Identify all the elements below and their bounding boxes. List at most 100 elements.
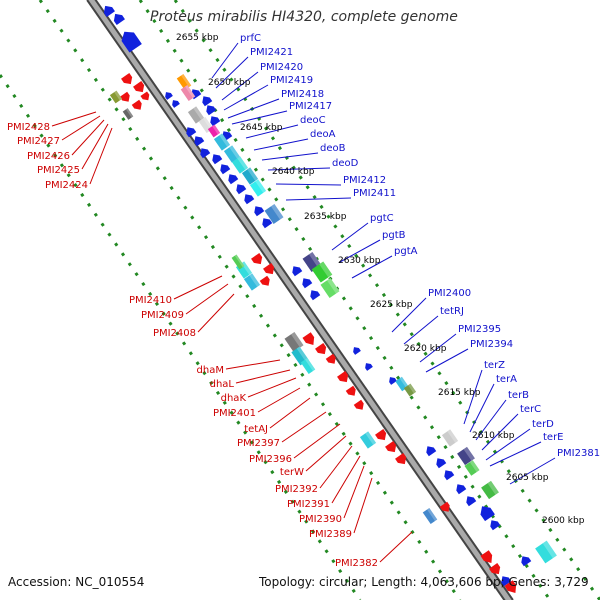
forward-gene-leader [185, 283, 229, 315]
reverse-gene-leader [339, 239, 381, 263]
reverse-gene-label: tetRJ [440, 306, 464, 317]
forward-gene-arrow [375, 429, 387, 441]
forward-gene-arrow [439, 501, 450, 512]
gene-block [457, 446, 475, 466]
forward-gene-label: PMI2410 [129, 295, 172, 306]
forward-gene-leader [281, 411, 327, 443]
gene-block [223, 145, 241, 163]
reverse-gene-arrow [244, 194, 255, 205]
reverse-gene-leader [485, 428, 531, 461]
reverse-gene-label: deoD [332, 158, 359, 169]
reverse-gene-arrow [365, 363, 373, 371]
reverse-gene-label: deoB [320, 143, 346, 154]
forward-gene-leader [51, 111, 97, 127]
forward-gene-label: PMI2391 [287, 499, 330, 510]
reverse-gene-leader [425, 348, 469, 373]
forward-gene-label: PMI2397 [237, 438, 280, 449]
forward-gene-label: PMI2427 [17, 136, 60, 147]
forward-gene-arrow [345, 385, 356, 396]
reverse-gene-arrow [254, 206, 265, 217]
gene-block [403, 383, 417, 397]
genome-title: Proteus mirabilis HI4320, complete genom… [150, 9, 458, 25]
guide-line-kbp [173, 0, 600, 600]
forward-gene-arrow [337, 371, 349, 383]
reverse-gene-leader [403, 315, 439, 345]
forward-gene-leader [235, 369, 291, 384]
gene-block [187, 106, 205, 124]
forward-gene-arrow [263, 263, 275, 275]
reverse-gene-arrow [292, 266, 303, 277]
gene-block [207, 124, 221, 138]
forward-gene-leader [379, 531, 413, 563]
forward-gene-leader [247, 377, 297, 398]
forward-gene-label: PMI2396 [249, 454, 292, 465]
reverse-gene-leader [331, 222, 369, 251]
gene-block [535, 540, 557, 564]
forward-gene-arrow [140, 91, 150, 101]
kbp-tick-label: 2655 kbp [176, 33, 219, 43]
forward-gene-leader [81, 123, 109, 170]
reverse-gene-arrow [436, 458, 447, 469]
forward-gene-label: PMI2401 [213, 408, 256, 419]
reverse-gene-leader [509, 457, 556, 485]
gene-block [109, 90, 123, 104]
reverse-gene-leader [223, 84, 269, 111]
forward-gene-label: PMI2428 [7, 122, 50, 133]
reverse-gene-label: PMI2421 [250, 47, 293, 58]
kbp-tick-label: 2645 kbp [240, 123, 283, 133]
forward-gene-arrow [385, 441, 397, 453]
kbp-tick-label: 2630 kbp [338, 256, 381, 266]
forward-gene-label: PMI2408 [153, 328, 196, 339]
forward-gene-arrow [133, 81, 145, 93]
gene-block [243, 273, 261, 291]
forward-gene-arrow [119, 91, 130, 102]
reverse-gene-arrow [236, 184, 247, 195]
forward-gene-leader [269, 397, 311, 429]
forward-gene-label: PMI2382 [335, 558, 378, 569]
kbp-tick-label: 2615 kbp [438, 388, 481, 398]
gene-block [311, 261, 333, 283]
reverse-gene-leader [261, 152, 319, 161]
gene-block [213, 133, 231, 151]
reverse-gene-leader [275, 183, 342, 186]
forward-gene-arrow [489, 563, 501, 575]
forward-gene-leader [353, 477, 373, 534]
kbp-tick-label: 2600 kbp [542, 516, 585, 526]
reverse-gene-arrow [186, 127, 197, 138]
reverse-gene-arrow [165, 92, 173, 100]
reverse-gene-leader [419, 333, 457, 363]
reverse-gene-label: pgtA [394, 246, 418, 257]
forward-gene-label: dhaK [221, 393, 247, 404]
reverse-gene-arrow [202, 96, 213, 107]
forward-gene-label: PMI2389 [309, 529, 352, 540]
reverse-gene-leader [469, 383, 495, 433]
forward-gene-label: terW [280, 467, 304, 478]
reverse-gene-label: terD [532, 419, 554, 430]
reverse-gene-arrow [103, 5, 115, 17]
forward-gene-arrow [325, 353, 336, 364]
reverse-gene-arrow [389, 377, 397, 385]
reverse-gene-arrow [262, 218, 273, 229]
reverse-gene-label: PMI2411 [353, 188, 396, 199]
reverse-gene-arrow [456, 484, 467, 495]
reverse-gene-label: PMI2418 [281, 89, 324, 100]
reverse-gene-leader [211, 42, 239, 79]
reverse-gene-arrow [220, 164, 231, 175]
reverse-gene-label: PMI2420 [260, 62, 303, 73]
reverse-gene-label: terZ [484, 360, 505, 371]
reverse-gene-arrow [444, 470, 455, 481]
forward-gene-arrow [504, 580, 517, 593]
reverse-gene-label: PMI2419 [270, 75, 313, 86]
reverse-gene-leader [245, 124, 299, 139]
reverse-gene-leader [253, 138, 309, 151]
reverse-gene-label: PMI2412 [343, 175, 386, 186]
gene-block [300, 357, 316, 375]
reverse-gene-arrow [490, 520, 501, 531]
reverse-gene-label: PMI2381 [557, 448, 600, 459]
reverse-gene-arrow [501, 576, 512, 587]
gene-block [284, 332, 304, 352]
reverse-gene-leader [481, 413, 519, 451]
forward-gene-leader [331, 455, 361, 504]
